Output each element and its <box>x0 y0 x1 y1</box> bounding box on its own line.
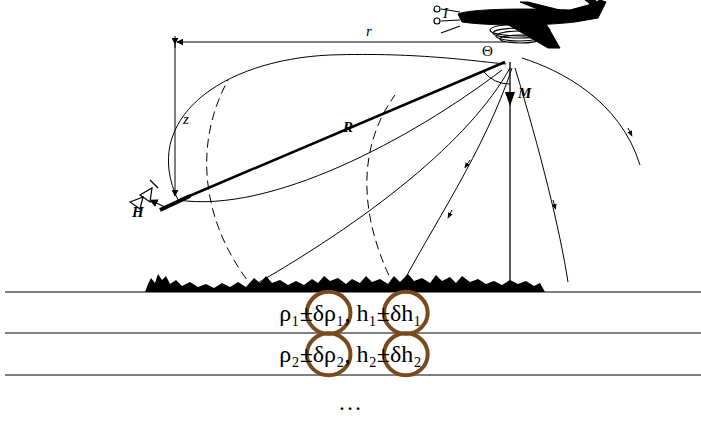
tree-line <box>145 274 545 292</box>
angle-arc <box>484 72 510 84</box>
quantity-label: Θ <box>482 44 493 59</box>
distance-line <box>180 62 505 200</box>
layer-parameters: ρ₂±δρ₂, h₂±δh₂ <box>279 341 421 367</box>
quantity-label: I <box>443 6 448 21</box>
dashed-arcs <box>207 80 395 290</box>
aircraft <box>458 0 606 48</box>
field-lines <box>168 54 640 292</box>
transmitter-loop <box>434 6 550 43</box>
continuation-mark: … <box>338 390 362 414</box>
moment-arrowhead <box>505 92 515 106</box>
quantity-label: R <box>343 120 353 135</box>
quantity-label: r <box>366 24 372 39</box>
layer-parameters: ρ₁±δρ₁, h₁±δh₁ <box>279 300 421 326</box>
layer-boundaries <box>5 292 701 375</box>
quantity-label: z <box>183 112 189 127</box>
quantity-label: M <box>518 86 531 101</box>
dimension-lines <box>175 36 505 196</box>
ground-layer: ρ₁±δρ₁, h₁±δh₁ <box>0 293 701 333</box>
ground-layer: ρ₂±δρ₂, h₂±δh₂ <box>0 334 701 375</box>
quantity-label: H <box>132 205 144 220</box>
